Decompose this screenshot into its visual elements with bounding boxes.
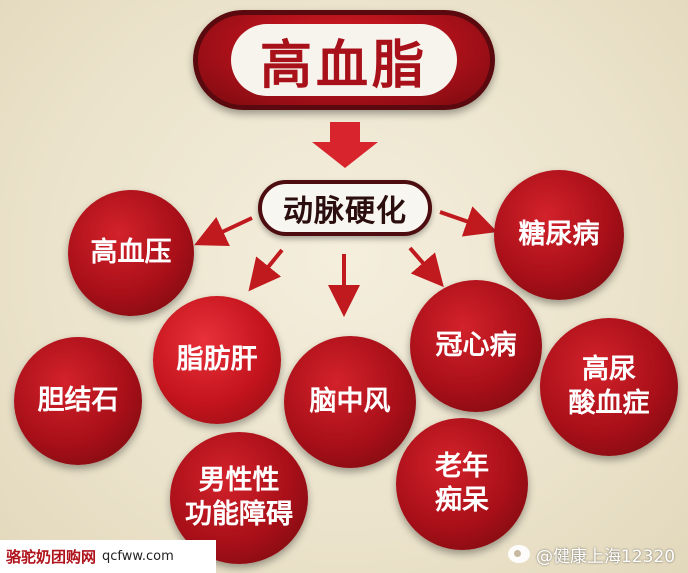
disease-circle-hypertension: 高血压 [68, 190, 194, 316]
disease-label: 男性性 功能障碍 [185, 465, 293, 530]
disease-label: 糖尿病 [518, 219, 600, 250]
disease-label: 脂肪肝 [176, 344, 258, 375]
disease-circle-diabetes: 糖尿病 [494, 170, 624, 300]
page-title: 高血脂 [231, 24, 457, 96]
disease-circle-hyperuricemia: 高尿 酸血症 [540, 318, 678, 456]
weibo-logo-icon [508, 545, 530, 563]
disease-circle-coronary: 冠心病 [410, 280, 542, 412]
center-label: 动脉硬化 [258, 180, 432, 236]
disease-circle-fatty-liver: 脂肪肝 [153, 296, 281, 424]
arrow-to-fatty-liver [248, 248, 284, 292]
arrow-to-coronary [408, 246, 444, 288]
watermark-text: @健康上海12320 [536, 546, 676, 567]
disease-circle-gallstones: 胆结石 [14, 337, 142, 465]
site-footer: 骆驼奶团购网 qcfww.com [0, 540, 216, 573]
disease-label: 胆结石 [37, 385, 119, 416]
disease-label: 脑中风 [309, 386, 391, 417]
weibo-watermark: @健康上海12320 [508, 540, 688, 568]
disease-label: 高尿 酸血症 [568, 354, 650, 419]
disease-circle-dementia: 老年 痴呆 [396, 418, 528, 550]
title-down-arrow [312, 122, 378, 168]
disease-label: 高血压 [90, 237, 172, 268]
disease-circle-stroke: 脑中风 [284, 336, 416, 468]
arrow-to-hypertension [194, 216, 253, 247]
disease-label: 老年 痴呆 [435, 451, 489, 516]
disease-label: 冠心病 [435, 330, 517, 361]
site-url[interactable]: qcfww.com [102, 549, 174, 564]
arrow-to-diabetes [439, 206, 498, 237]
site-name: 骆驼奶团购网 [6, 548, 97, 566]
